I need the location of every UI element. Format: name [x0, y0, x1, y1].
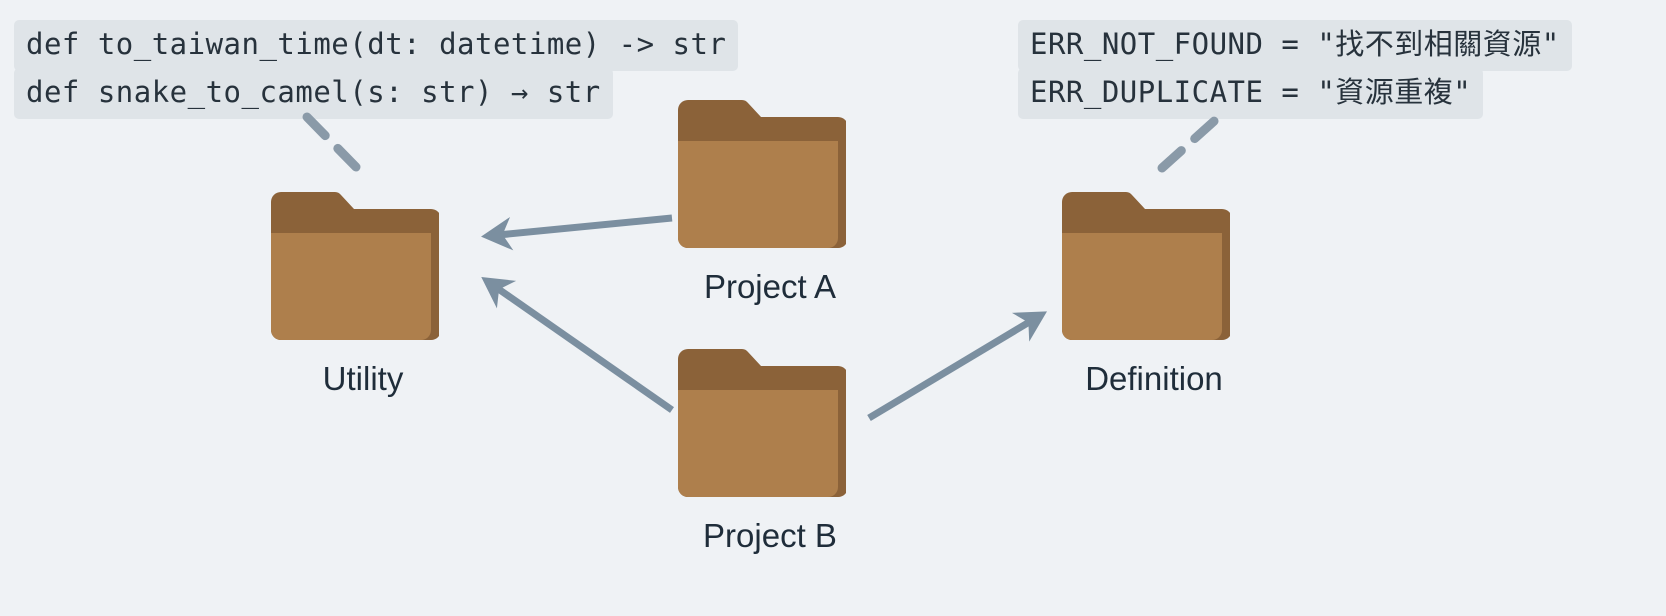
folder-icon[interactable] — [1054, 188, 1254, 344]
node-label-utility: Utility — [322, 360, 404, 397]
code-chip-utility-2: def snake_to_camel(s: str) → str — [14, 68, 613, 119]
folder-icon[interactable] — [670, 96, 870, 252]
code-chip-definition-2: ERR_DUPLICATE = "資源重複" — [1018, 68, 1484, 119]
connector-utility-chip — [302, 112, 362, 173]
node-label-project-a: Project A — [703, 268, 837, 305]
edge-project-b-to-utility — [481, 276, 675, 413]
node-definition[interactable]: Definition — [1054, 188, 1254, 398]
edge-project-b-to-definition — [867, 311, 1048, 422]
node-label-project-b: Project B — [703, 517, 837, 554]
code-chip-definition-1: ERR_NOT_FOUND = "找不到相關資源" — [1018, 20, 1572, 71]
node-project-b[interactable]: Project B — [670, 345, 870, 555]
connector-definition-chip — [1157, 109, 1227, 173]
folder-icon[interactable] — [263, 188, 463, 344]
node-project-a[interactable]: Project A — [670, 96, 870, 306]
node-utility[interactable]: Utility — [263, 188, 463, 398]
code-chip-utility-1: def to_taiwan_time(dt: datetime) -> str — [14, 20, 739, 71]
node-label-definition: Definition — [1085, 360, 1223, 397]
folder-icon[interactable] — [670, 345, 870, 501]
edge-project-a-to-utility — [481, 214, 673, 251]
